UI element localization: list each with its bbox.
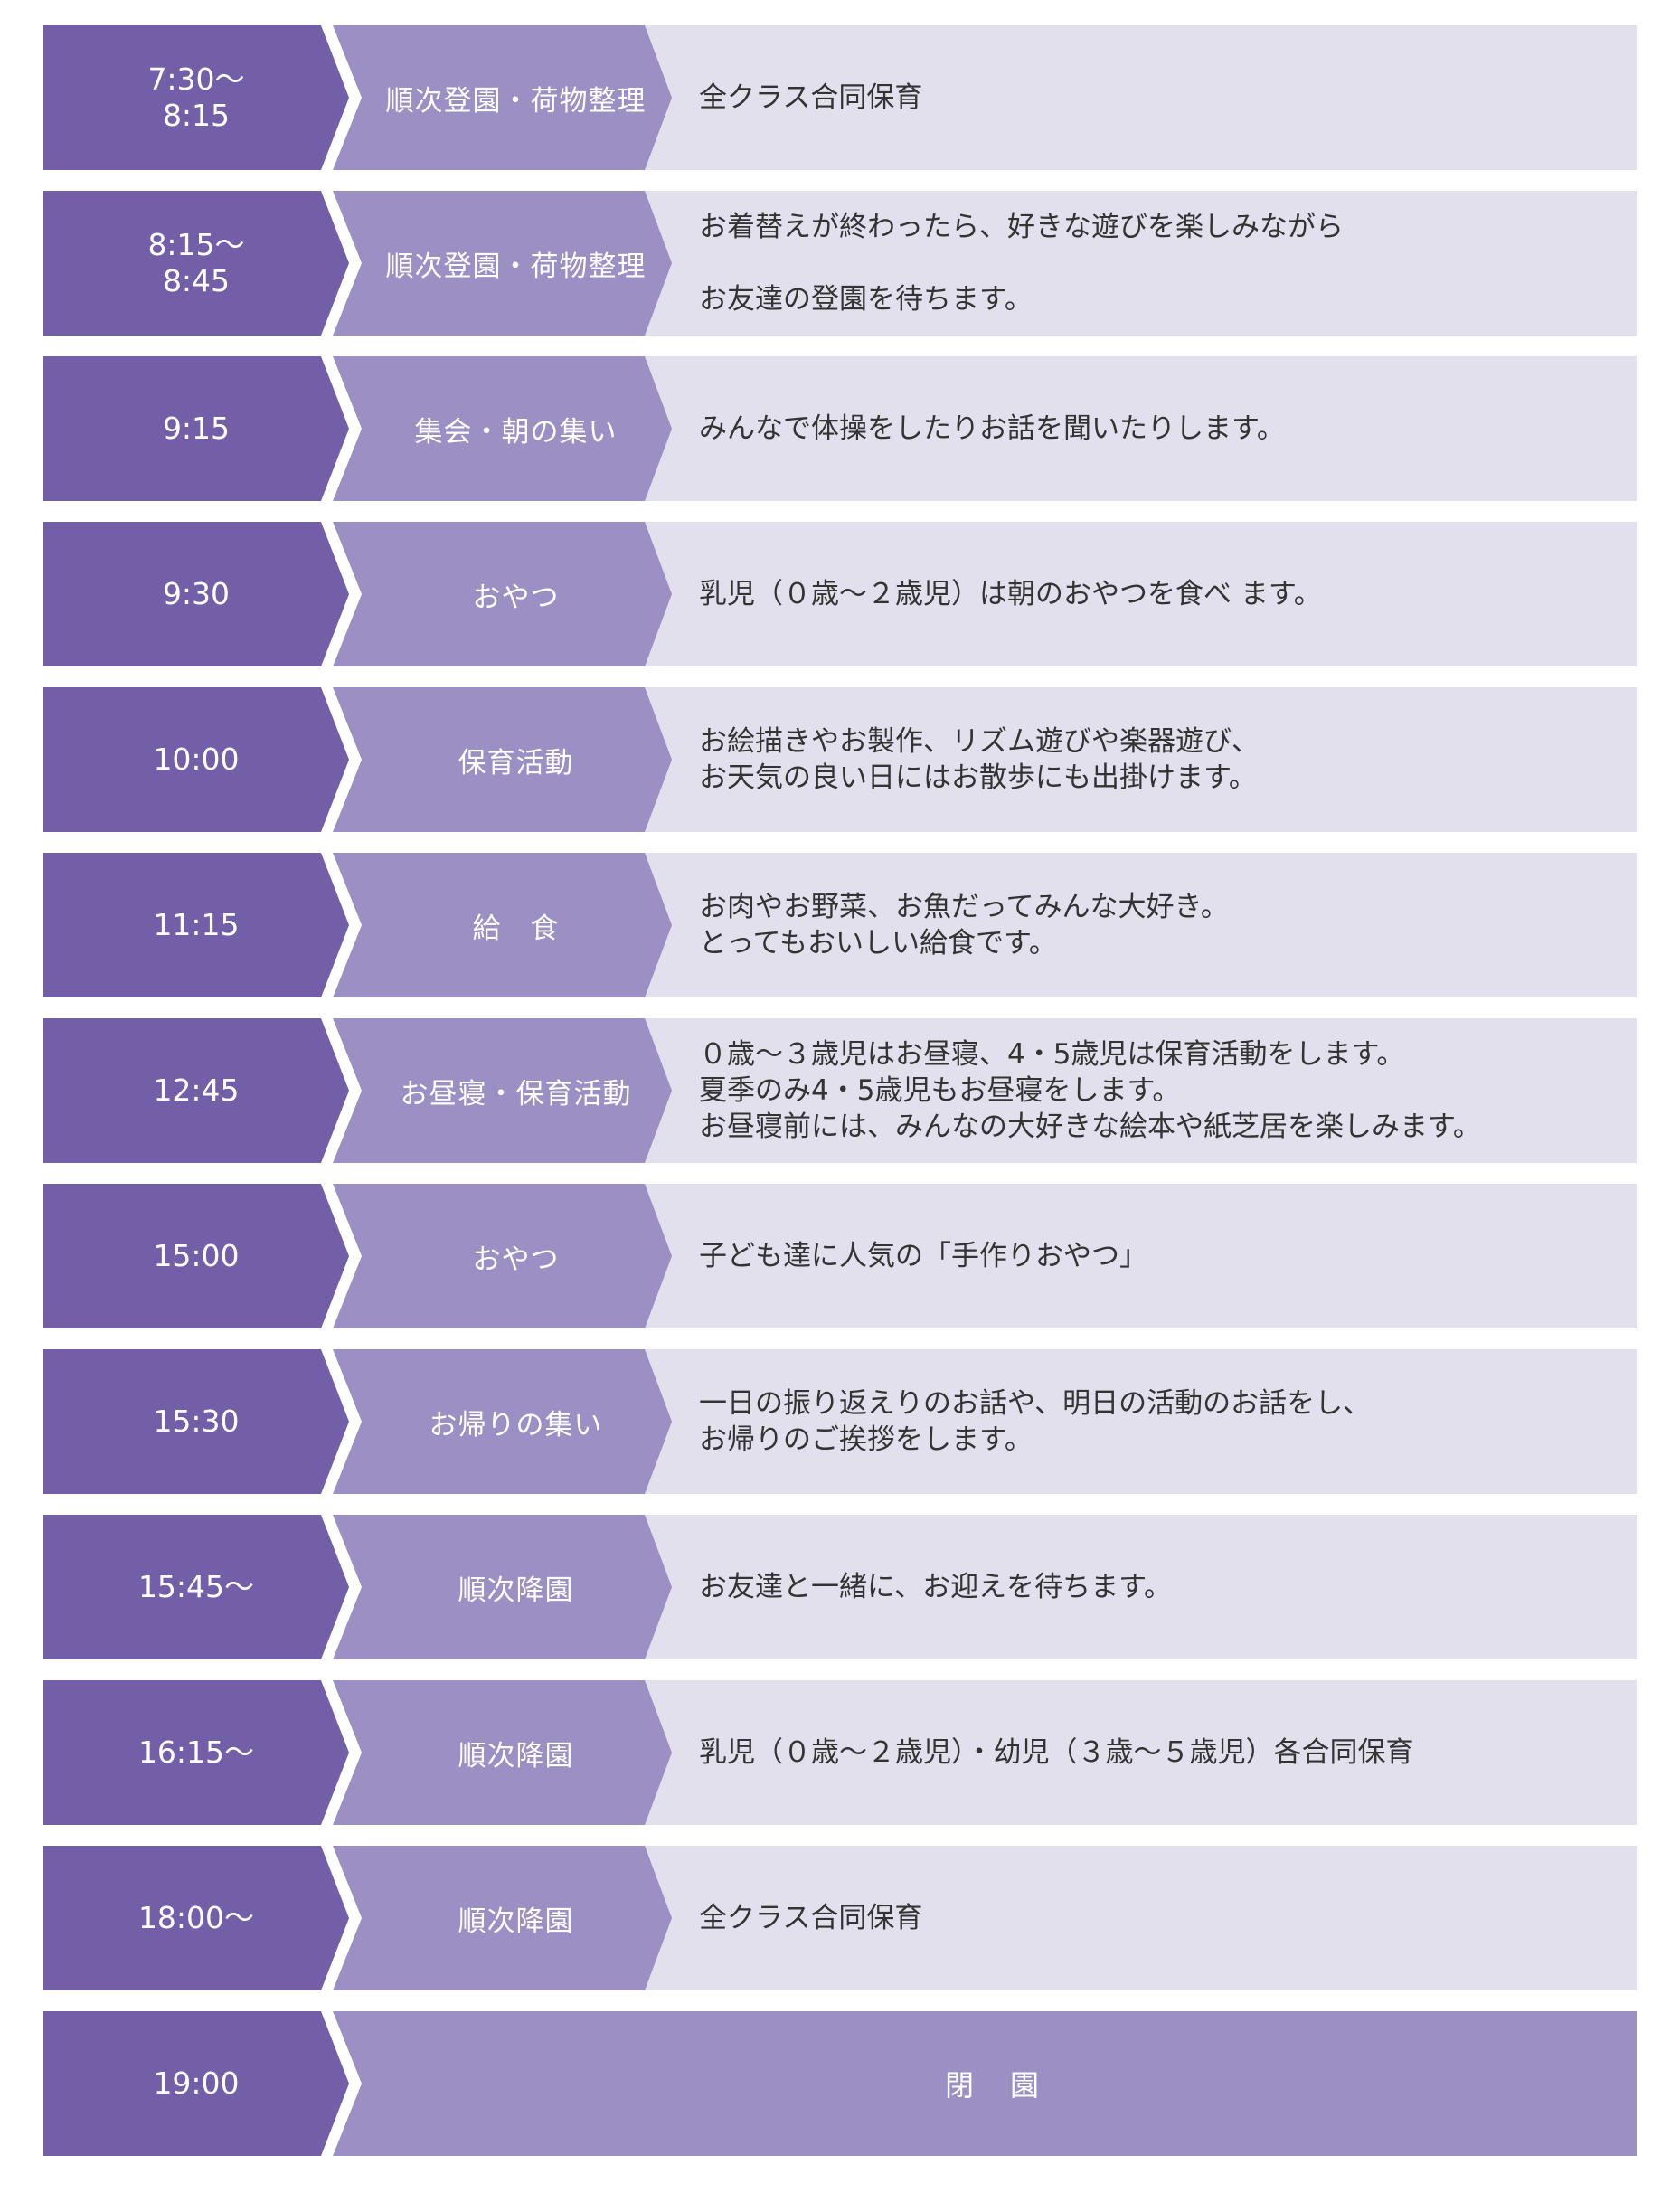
schedule-row: 8:15〜 8:45 順次登園・荷物整理 お着替えが終わったら、好きな遊びを楽し… [43,191,1637,336]
row-activity: おやつ [472,1243,560,1276]
time-cell [43,853,349,997]
schedule-row: 16:15〜 順次降園 乳児（０歳〜２歳児）・幼児（３歳〜５歳児）各合同保育 [43,1680,1637,1825]
row-activity: 順次降園 [458,1574,574,1607]
time-cell [43,1349,349,1494]
schedule-row: 15:00 おやつ 子ども達に人気の「手作りおやつ」 [43,1184,1637,1328]
row-description: 全クラス合同保育 [699,1902,923,1934]
schedule-row: 12:45 お昼寝・保育活動 ０歳〜３歳児はお昼寝、4・5歳児は保育活動をします… [43,1018,1637,1163]
row-time: 9:15 [162,411,231,446]
row-activity: お昼寝・保育活動 [400,1077,632,1111]
row-time: 7:30〜 8:15 [147,61,245,133]
time-cell [43,356,349,501]
row-activity: 順次降園 [458,1905,574,1938]
time-cell [43,687,349,832]
row-time: 11:15 [153,907,240,942]
row-description: 子ども達に人気の「手作りおやつ」 [699,1240,1147,1272]
time-cell [43,1515,349,1659]
closing-time: 19:00 [153,2065,240,2101]
schedule-row: 15:45〜 順次降園 お友達と一緒に、お迎えを待ちます。 [43,1515,1637,1659]
row-activity: 給 食 [472,912,560,945]
row-description: みんなで体操をしたりお話を聞いたりします。 [699,412,1285,445]
row-time: 15:00 [153,1238,240,1273]
schedule-row: 11:15 給 食 お肉やお野菜、お魚だってみんな大好き。 とってもおいしい給食… [43,853,1637,997]
row-time: 12:45 [153,1073,240,1108]
row-description: お友達と一緒に、お迎えを待ちます。 [699,1571,1172,1603]
row-activity: 順次登園・荷物整理 [385,84,647,118]
time-cell [43,1184,349,1328]
row-time: 9:30 [162,576,231,611]
row-activity: 順次登園・荷物整理 [385,250,647,283]
time-cell [43,1846,349,1990]
schedule-row: 7:30〜 8:15 順次登園・荷物整理 全クラス合同保育 [43,25,1637,170]
row-activity: 順次降園 [458,1739,574,1772]
row-description: 乳児（０歳〜２歳児）は朝のおやつを食べ ます。 [699,578,1322,610]
row-description: お着替えが終わったら、好きな遊びを楽しみながら お友達の登園を待ちます。 [699,211,1344,316]
row-description: ０歳〜３歳児はお昼寝、4・5歳児は保育活動をします。 夏季のみ4・5歳児もお昼寝… [699,1038,1481,1143]
closing-label: 閉 園 [944,2068,1043,2103]
row-time: 15:45〜 [137,1569,255,1604]
schedule-row: 9:30 おやつ 乳児（０歳〜２歳児）は朝のおやつを食べ ます。 [43,522,1637,666]
row-time: 18:00〜 [137,1900,255,1935]
row-description: 一日の振り返えりのお話や、明日の活動のお話をし、 お帰りのご挨拶をします。 [699,1387,1372,1456]
schedule-row: 10:00 保育活動 お絵描きやお製作、リズム遊びや楽器遊び、 お天気の良い日に… [43,687,1637,832]
time-cell [43,1680,349,1825]
time-cell [43,25,349,170]
row-activity: 保育活動 [458,746,574,780]
row-description: 乳児（０歳〜２歳児）・幼児（３歳〜５歳児）各合同保育 [699,1736,1414,1769]
schedule-row: 15:30 お帰りの集い 一日の振り返えりのお話や、明日の活動のお話をし、 お帰… [43,1349,1637,1494]
row-activity: 集会・朝の集い [414,415,618,449]
row-description: お肉やお野菜、お魚だってみんな大好き。 とってもおいしい給食です。 [699,891,1229,959]
time-cell [43,191,349,336]
daily-schedule: 7:30〜 8:15 順次登園・荷物整理 全クラス合同保育 8:15〜 8:45… [43,25,1637,2156]
row-time: 8:15〜 8:45 [147,227,245,298]
schedule-row: 9:15 集会・朝の集い みんなで体操をしたりお話を聞いたりします。 [43,356,1637,501]
row-time: 15:30 [153,1404,240,1439]
schedule-row: 18:00〜 順次降園 全クラス合同保育 [43,1846,1637,1990]
time-cell [43,1018,349,1163]
row-time: 10:00 [153,742,240,777]
time-cell [43,522,349,666]
row-activity: お帰りの集い [429,1408,603,1442]
row-activity: おやつ [472,581,560,614]
row-description: 全クラス合同保育 [699,81,923,114]
row-description: お絵描きやお製作、リズム遊びや楽器遊び、 お天気の良い日にはお散歩にも出掛けます… [699,725,1260,794]
time-cell [43,2011,349,2156]
row-time: 16:15〜 [137,1735,255,1770]
closing-row: 19:00 閉 園 [43,2011,1637,2156]
